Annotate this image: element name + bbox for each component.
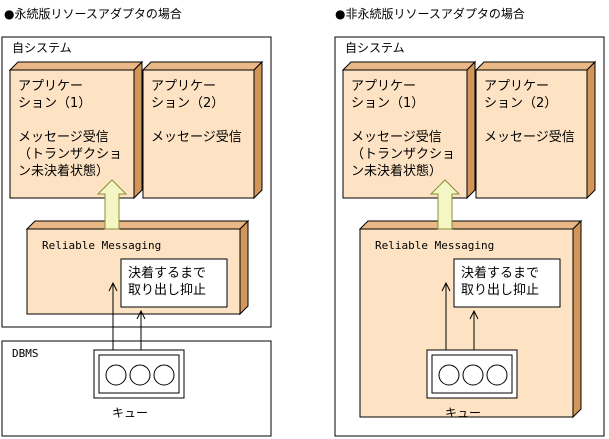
right-app2-box bbox=[474, 60, 597, 200]
right-app1-text: アプリケー ション（1） メッセージ受信 （トランザクショ ン未決着状態） bbox=[351, 79, 456, 179]
left-block-arrow bbox=[96, 179, 128, 230]
left-app2-text: アプリケー ション（2） メッセージ受信 bbox=[151, 79, 242, 145]
left-app2-box bbox=[141, 60, 264, 200]
right-note-text: 決着するまで 取り出し抑止 bbox=[461, 266, 540, 298]
right-system-label: 自システム bbox=[345, 41, 405, 55]
left-queue bbox=[93, 349, 185, 399]
right-note-box bbox=[453, 258, 561, 308]
right-rm-label: Reliable Messaging bbox=[375, 239, 495, 252]
left-heading: ●永続版リソースアダプタの場合 bbox=[4, 7, 182, 21]
right-app1-box bbox=[341, 60, 477, 200]
left-queue-label: キュー bbox=[112, 406, 149, 420]
left-rm-label: Reliable Messaging bbox=[42, 239, 162, 252]
left-app1-text: アプリケー ション（1） メッセージ受信 （トランザクショ ン未決着状態） bbox=[18, 79, 123, 179]
right-queue bbox=[426, 349, 518, 399]
left-app1-box bbox=[8, 60, 144, 200]
right-app2-text: アプリケー ション（2） メッセージ受信 bbox=[484, 79, 575, 145]
right-block-arrow bbox=[429, 179, 461, 230]
left-note-box bbox=[120, 258, 228, 308]
left-note-text: 決着するまで 取り出し抑止 bbox=[128, 266, 207, 298]
right-heading: ●非永続版リソースアダプタの場合 bbox=[335, 7, 525, 21]
left-system-label: 自システム bbox=[12, 41, 72, 55]
left-dbms-label: DBMS bbox=[12, 347, 39, 360]
right-queue-label: キュー bbox=[445, 406, 482, 420]
